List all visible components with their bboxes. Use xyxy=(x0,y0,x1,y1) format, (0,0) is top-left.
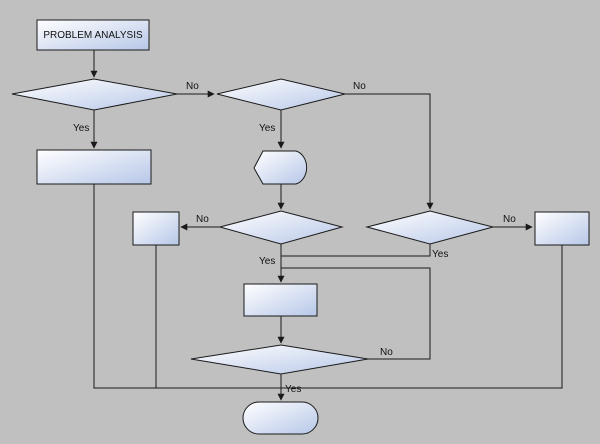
label-decision-1-no: No xyxy=(186,81,199,92)
label-decision-4-no: No xyxy=(503,214,516,225)
decision-3 xyxy=(218,210,344,245)
process-box-right xyxy=(534,211,590,246)
decision-4 xyxy=(365,210,495,245)
label-decision-3-no: No xyxy=(196,214,209,225)
edge-left-process-merge xyxy=(93,184,281,389)
label-decision-5-no: No xyxy=(380,347,393,358)
label-decision-1-yes: Yes xyxy=(73,123,89,134)
label-decision-2-yes: Yes xyxy=(259,123,275,134)
edge-decision-5-no xyxy=(281,267,431,360)
process-box-middle xyxy=(243,283,318,317)
decision-5 xyxy=(190,344,369,375)
label-decision-2-no: No xyxy=(353,81,366,92)
title-box-label: PROBLEM ANALYSIS xyxy=(43,30,143,41)
labels: PROBLEM ANALYSIS No No Yes Yes No No Yes… xyxy=(43,30,516,395)
label-decision-3-yes: Yes xyxy=(259,256,275,267)
process-box-left xyxy=(36,149,152,185)
connectors xyxy=(90,50,563,401)
process-box-small-left xyxy=(132,211,180,246)
label-decision-5-yes: Yes xyxy=(285,384,301,395)
edge-right-box-merge xyxy=(281,245,563,389)
title-box xyxy=(36,19,150,51)
delay-shape xyxy=(253,150,308,185)
edge-decision-2-no xyxy=(345,93,434,210)
label-decision-4-yes: Yes xyxy=(432,249,448,260)
decision-2 xyxy=(216,78,346,111)
decision-1 xyxy=(11,78,178,111)
edge-decision-4-yes xyxy=(281,244,431,257)
shapes xyxy=(11,19,590,435)
terminal-end xyxy=(242,401,319,435)
